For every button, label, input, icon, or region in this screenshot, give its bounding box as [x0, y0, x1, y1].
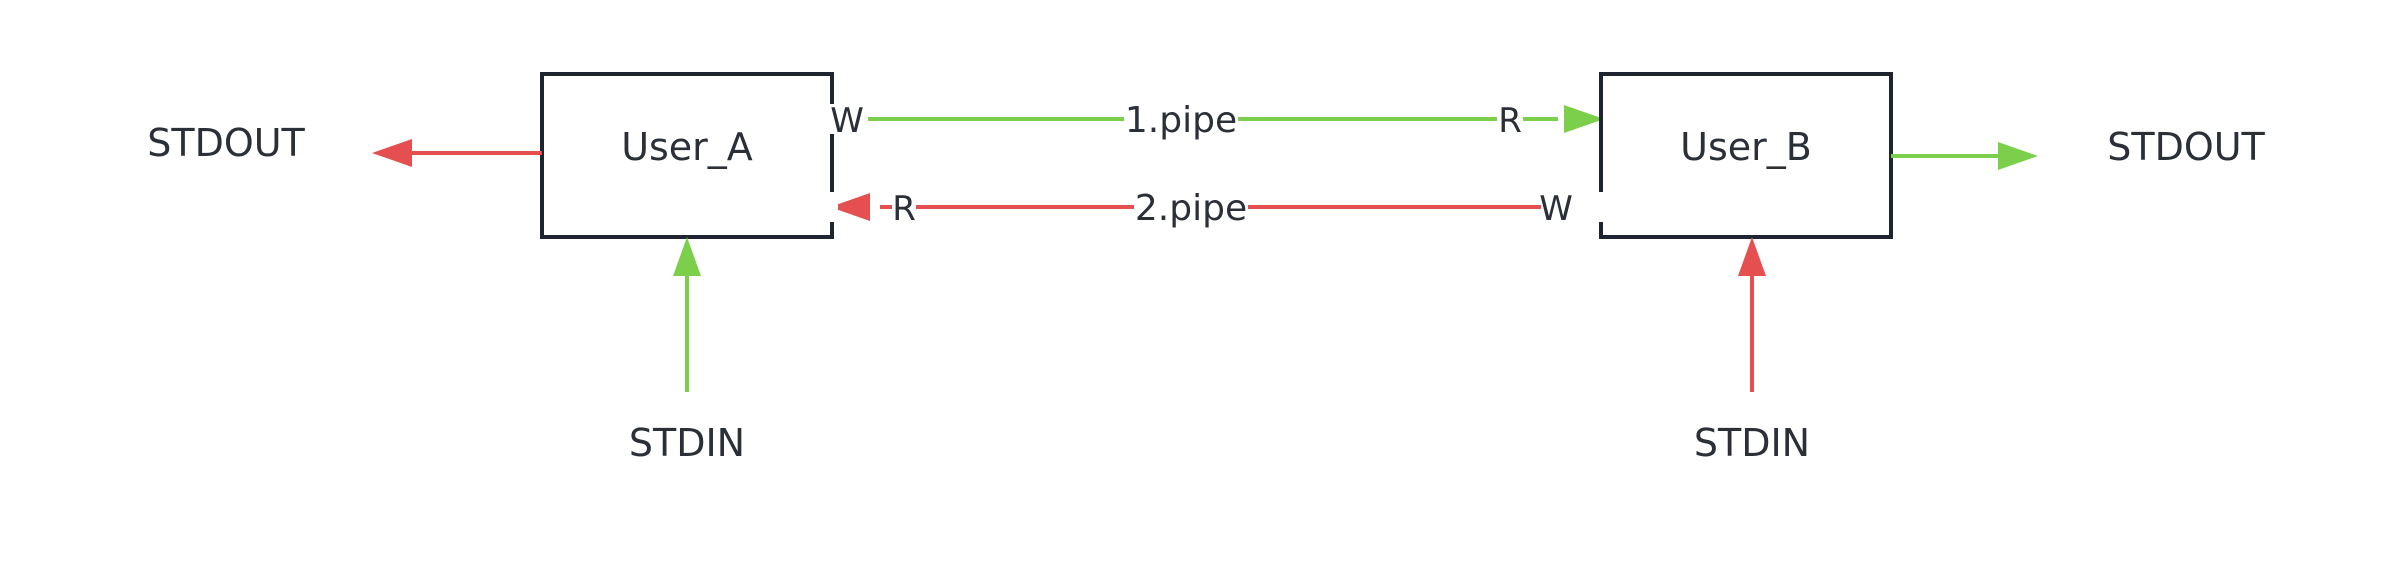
stdin-right-arrowhead — [1738, 237, 1766, 276]
pipe-1-write-end: W — [830, 101, 864, 141]
user-b-label: User_B — [1680, 125, 1812, 169]
stdin-left-arrowhead — [673, 237, 701, 276]
stdin-left-label: STDIN — [629, 421, 745, 465]
pipe-2-write-end: W — [1539, 189, 1573, 229]
pipe-1-read-end: R — [1498, 101, 1522, 141]
stdout-right-label: STDOUT — [2107, 125, 2265, 169]
user-a-box — [540, 72, 834, 239]
stdin-right-label: STDIN — [1694, 421, 1810, 465]
user-a-label: User_A — [621, 125, 753, 169]
stdout-left-arrowhead — [372, 139, 412, 167]
pipe-2-label: 2.pipe — [1135, 188, 1247, 229]
pipe-2-read-end: R — [892, 189, 916, 229]
stdout-right-arrowhead — [1998, 142, 2038, 170]
pipe-1-arrowhead — [1564, 105, 1604, 133]
pipe-1-label: 1.pipe — [1125, 100, 1237, 141]
stdout-left-label: STDOUT — [147, 121, 305, 165]
pipe-2-arrowhead — [830, 193, 870, 221]
